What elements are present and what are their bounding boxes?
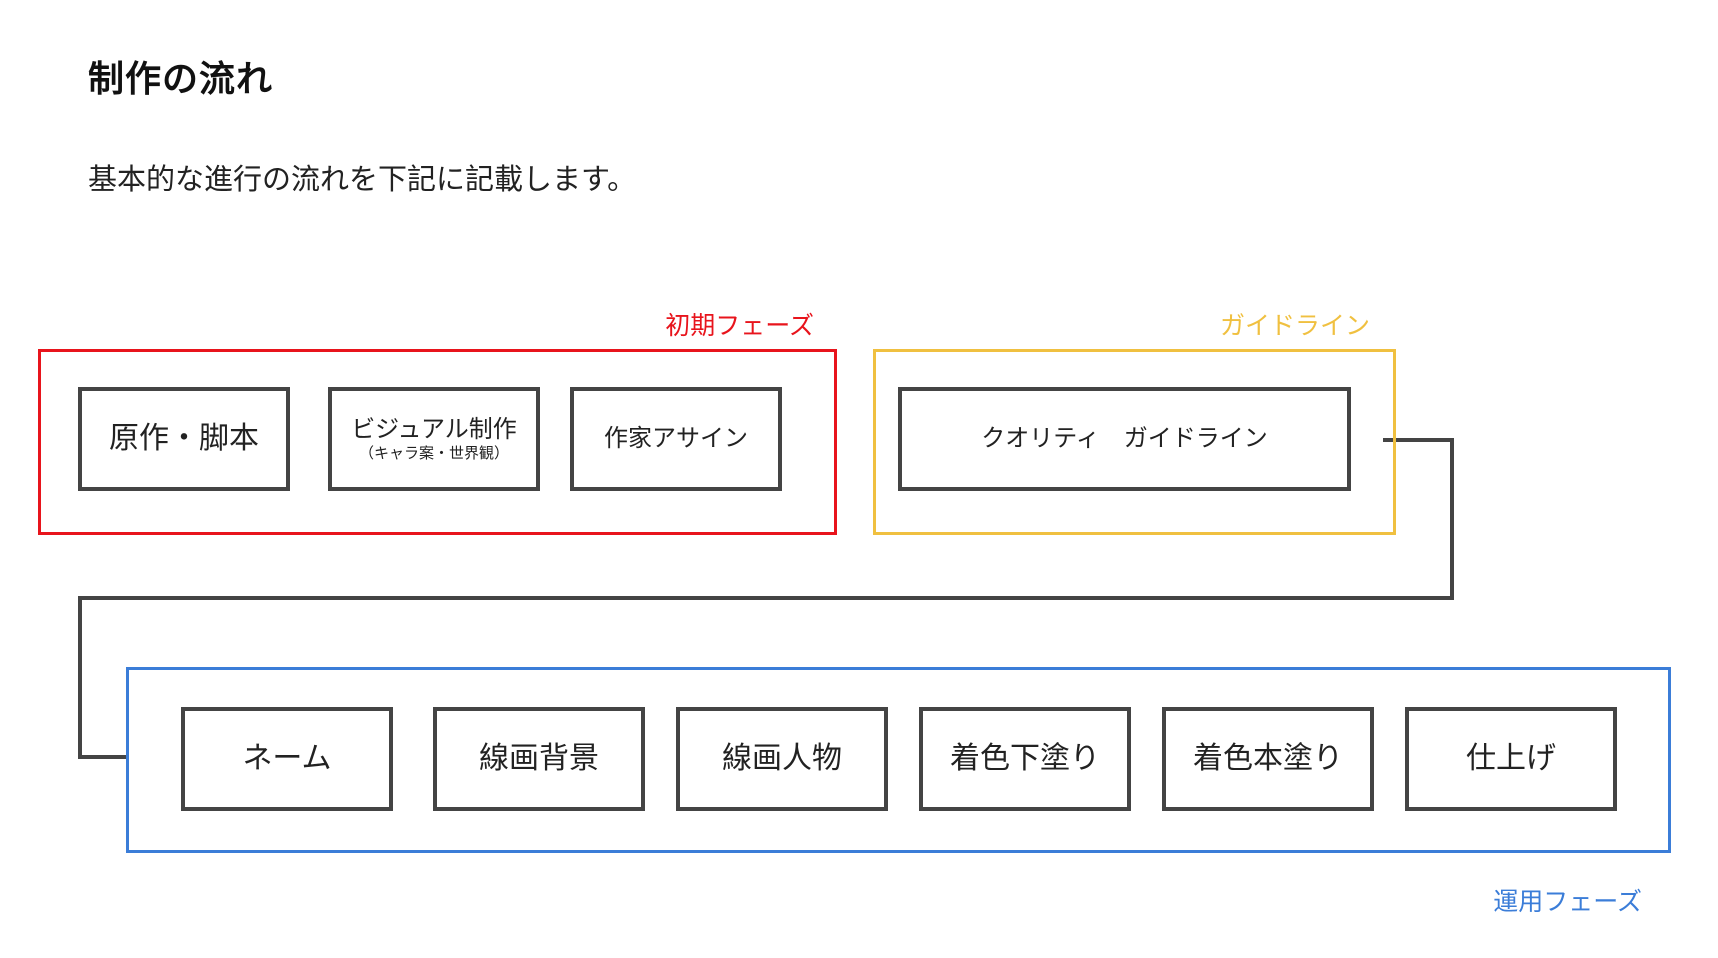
- step-label: ビジュアル制作: [351, 414, 517, 443]
- guideline-phase-label: ガイドライン: [1219, 311, 1370, 340]
- step-lineart-character: 線画人物: [676, 707, 888, 811]
- step-label: クオリティ ガイドライン: [981, 424, 1268, 453]
- operation-phase-group: [126, 667, 1671, 853]
- initial-phase-group: [38, 349, 837, 535]
- step-sublabel: （キャラ案・世界観）: [358, 444, 509, 463]
- step-artist-assignment: 作家アサイン: [570, 387, 782, 491]
- step-label: 仕上げ: [1466, 740, 1556, 776]
- operation-phase-label: 運用フェーズ: [1493, 887, 1642, 916]
- guideline-phase-group: [873, 349, 1396, 535]
- step-base-coloring: 着色下塗り: [919, 707, 1131, 811]
- step-label: ネーム: [242, 740, 332, 776]
- step-label: 原作・脚本: [109, 420, 259, 456]
- step-visual-production: ビジュアル制作 （キャラ案・世界観）: [328, 387, 540, 491]
- step-quality-guideline: クオリティ ガイドライン: [898, 387, 1351, 491]
- step-label: 着色下塗り: [950, 740, 1100, 776]
- intro-text: 基本的な進行の流れを下記に記載します。: [88, 162, 637, 196]
- page-title: 制作の流れ: [88, 59, 274, 100]
- step-label: 線画人物: [722, 740, 842, 776]
- step-lineart-background: 線画背景: [433, 707, 645, 811]
- step-label: 作家アサイン: [604, 424, 748, 453]
- initial-phase-label: 初期フェーズ: [665, 311, 814, 340]
- step-label: 着色本塗り: [1193, 740, 1343, 776]
- step-name-storyboard: ネーム: [181, 707, 393, 811]
- connector-line: [78, 438, 1454, 759]
- step-finishing: 仕上げ: [1405, 707, 1617, 811]
- step-original-script: 原作・脚本: [78, 387, 290, 491]
- step-label: 線画背景: [479, 740, 599, 776]
- step-final-coloring: 着色本塗り: [1162, 707, 1374, 811]
